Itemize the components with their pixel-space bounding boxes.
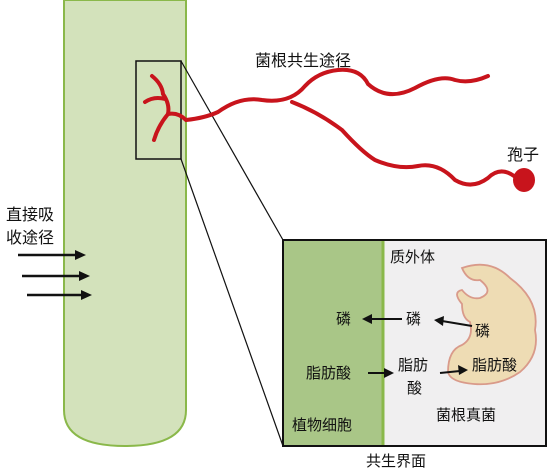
interface-panel <box>282 239 547 447</box>
root <box>63 0 187 448</box>
fa-arrow-plant-to-interface-head <box>384 368 394 378</box>
interface-panel-frame <box>282 239 547 447</box>
arbuscule <box>447 263 537 386</box>
fatty-acid-plant-label: 脂肪酸 <box>306 364 351 382</box>
hypha-branch-upper <box>150 74 171 116</box>
mycorrhizal-pathway-label: 菌根共生途径 <box>255 51 351 70</box>
p-arrow-interface-to-plant-head <box>362 314 372 324</box>
fa-arrow-interface-to-fungus <box>439 370 461 374</box>
hypha-branch-lower <box>152 112 170 142</box>
plant-cell-region <box>283 240 383 446</box>
fatty-acid-interface-label-line2: 酸 <box>407 379 422 397</box>
zoom-line-bottom <box>180 158 284 447</box>
mycorrhizal-fungus-label: 菌根真菌 <box>436 406 496 424</box>
p-arrow-fungus-to-interface-head <box>434 316 444 326</box>
phosphorus-fungus-label: 磷 <box>475 322 490 340</box>
extraradical-label: 质外体 <box>390 248 435 266</box>
direct-arrow-2-head <box>79 271 90 281</box>
direct-pathway-label-line1: 直接吸 <box>6 205 54 224</box>
direct-arrow-1-head <box>75 250 86 260</box>
hypha-main <box>166 67 490 123</box>
direct-pathway-label-line2: 收途径 <box>6 228 54 247</box>
plant-cell-label: 植物细胞 <box>292 416 352 434</box>
fatty-acid-fungus-label: 脂肪酸 <box>472 356 517 374</box>
p-arrow-fungus-to-interface <box>441 320 473 327</box>
direct-pathway-arrows <box>18 250 92 300</box>
phosphorus-plant-label: 磷 <box>336 310 351 328</box>
direct-arrow-3-head <box>81 290 92 300</box>
hyphae <box>143 67 516 187</box>
fa-arrow-interface-to-fungus-head <box>458 365 468 375</box>
transport-arrows <box>362 314 473 378</box>
hypha-lower <box>290 100 516 187</box>
zoom-line-top <box>180 60 284 241</box>
hypha-branch-left <box>143 96 167 104</box>
symbiotic-interface-label: 共生界面 <box>366 452 426 470</box>
fatty-acid-interface-label-line1: 脂肪 <box>398 356 428 374</box>
spore <box>513 168 535 192</box>
phosphorus-interface-label: 磷 <box>406 310 421 328</box>
magnify-box <box>135 60 182 160</box>
spore-label: 孢子 <box>507 145 539 164</box>
